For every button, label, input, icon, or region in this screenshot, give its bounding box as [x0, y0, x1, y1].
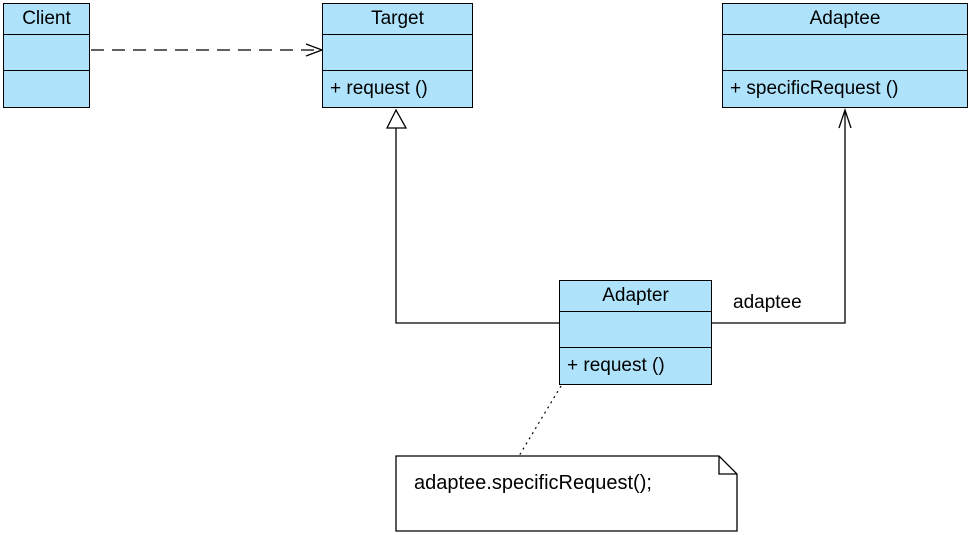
note-text: adaptee.specificRequest();	[414, 472, 652, 494]
class-attributes-target	[323, 35, 472, 71]
class-name-target: Target	[323, 4, 472, 35]
adapter-adaptee-association-arrow	[712, 107, 852, 324]
class-box-target: Target + request ()	[322, 3, 473, 108]
note-anchor-line	[518, 385, 562, 457]
adapter-target-generalization	[385, 108, 559, 324]
class-methods-adapter: + request ()	[567, 355, 665, 376]
class-name-client: Client	[4, 4, 89, 35]
class-name-adaptee: Adaptee	[723, 4, 967, 35]
association-label-adaptee: adaptee	[733, 292, 802, 313]
class-attributes-adaptee	[723, 35, 967, 71]
class-methods-adaptee: + specificRequest ()	[730, 78, 899, 99]
class-attributes-adapter	[560, 312, 711, 348]
note-shape	[395, 455, 738, 532]
class-name-adapter: Adapter	[560, 281, 711, 312]
client-target-dependency-arrow	[91, 43, 324, 57]
class-box-adapter: Adapter + request ()	[559, 280, 712, 385]
class-box-adaptee: Adaptee + specificRequest ()	[722, 3, 968, 108]
class-attributes-client	[4, 35, 89, 71]
class-methods-client	[4, 71, 89, 107]
class-box-client: Client	[3, 3, 90, 108]
class-methods-target: + request ()	[330, 78, 428, 99]
